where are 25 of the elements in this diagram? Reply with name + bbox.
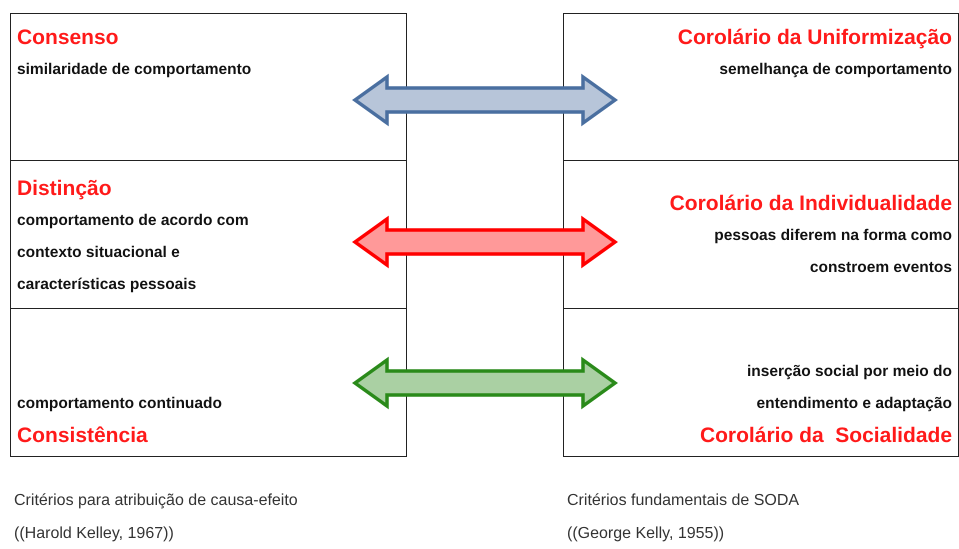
text-box <box>10 13 407 161</box>
caption-text: Critérios fundamentais de SODA <box>567 492 800 510</box>
description: inserção social por meio do entendimento e adaptação <box>746 362 952 414</box>
text-box <box>10 308 407 457</box>
caption-text: ((George Kelly, 1955)) <box>567 525 724 543</box>
description: comportamento de acordo com contexto situacional e características pessoais <box>17 211 250 295</box>
double-arrow <box>352 74 618 126</box>
heading: Corolário da Individualidade <box>670 191 952 217</box>
heading: Corolário da Uniformização <box>678 25 952 51</box>
heading: Consenso <box>17 25 119 51</box>
description: similaridade de comportamento <box>17 60 252 80</box>
text-box <box>563 13 959 161</box>
text-box <box>563 160 959 309</box>
text-box <box>563 308 959 457</box>
heading: Distinção <box>17 176 112 202</box>
double-arrow <box>352 356 618 410</box>
double-arrow <box>352 216 618 268</box>
caption-text: ((Harold Kelley, 1967)) <box>14 525 174 543</box>
heading: Corolário da Socialidade <box>700 423 952 449</box>
description: comportamento continuado <box>17 394 222 414</box>
caption-text: Critérios para atribuição de causa-efeito <box>14 492 298 510</box>
heading: Consistência <box>17 423 148 449</box>
text-box <box>10 160 407 309</box>
description: semelhança de comportamento <box>719 60 952 80</box>
description: pessoas diferem na forma como constroem eventos <box>713 226 952 278</box>
